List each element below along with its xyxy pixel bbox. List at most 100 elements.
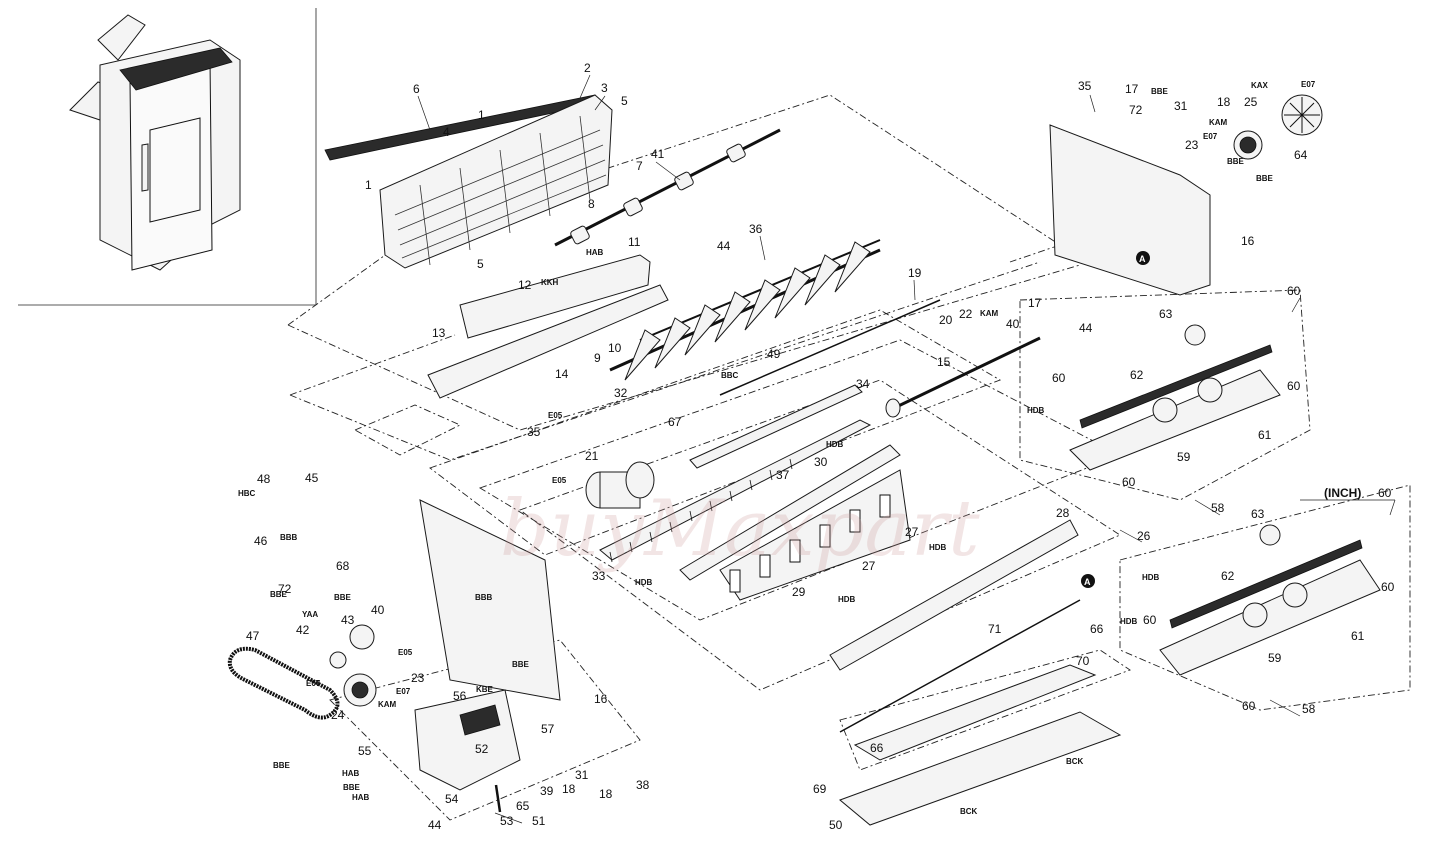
callout-16: 16: [594, 692, 608, 706]
callout-10: 10: [608, 341, 622, 355]
callout-7: 7: [636, 159, 643, 173]
callout-23: 23: [1185, 138, 1199, 152]
callout-62: 62: [1221, 569, 1235, 583]
callout-60: 60: [1143, 613, 1157, 627]
callout-39: 39: [540, 784, 554, 798]
callout-61: 61: [1258, 428, 1272, 442]
code-bck: BCK: [960, 807, 978, 816]
callout-68: 68: [336, 559, 350, 573]
callout-42: 42: [296, 623, 310, 637]
code-bbe: BBE: [270, 590, 288, 599]
callout-49: 49: [767, 347, 781, 361]
callout-28: 28: [1056, 506, 1070, 520]
code-bbe: BBE: [1256, 174, 1274, 183]
callout-16: 16: [1241, 234, 1255, 248]
code-hdb: HDB: [1027, 406, 1045, 415]
part-41-roller-shaft: [554, 128, 781, 247]
callout-17: 17: [1028, 296, 1042, 310]
part-callouts: 6 2 3 5 1 4 1 7 41 8 5 11 44 36 12 13 9 …: [246, 61, 1395, 832]
callout-15: 15: [937, 355, 951, 369]
code-hbc: HBC: [238, 489, 256, 498]
callout-69: 69: [813, 782, 827, 796]
callout-66: 66: [870, 741, 884, 755]
callout-30: 30: [814, 455, 828, 469]
marker-a-1: A: [1136, 251, 1150, 265]
callout-60: 60: [1052, 371, 1066, 385]
callout-44: 44: [1079, 321, 1093, 335]
code-bbb: BBB: [475, 593, 493, 602]
callout-58: 58: [1211, 501, 1225, 515]
code-hdb: HDB: [929, 543, 947, 552]
callout-52: 52: [475, 742, 489, 756]
callout-35: 35: [1078, 79, 1092, 93]
callout-29: 29: [792, 585, 806, 599]
svg-text:A: A: [1139, 254, 1146, 264]
callout-48: 48: [257, 472, 271, 486]
part-70-plate: [853, 664, 1097, 761]
callout-47: 47: [246, 629, 260, 643]
code-bbb: BBB: [280, 533, 298, 542]
part-36-paddle-assembly: [609, 239, 881, 381]
callout-59: 59: [1177, 450, 1191, 464]
code-kbe: KBE: [476, 685, 494, 694]
code-hdb: HDB: [838, 595, 856, 604]
code-hab: HAB: [342, 769, 360, 778]
side-frame-right: [1049, 124, 1211, 296]
callout-8: 8: [588, 197, 595, 211]
code-bbc: BBC: [721, 371, 739, 380]
callout-22: 22: [959, 307, 973, 321]
callout-55: 55: [358, 744, 372, 758]
callout-60: 60: [1242, 699, 1256, 713]
callout-40: 40: [371, 603, 385, 617]
part-28-cover: [829, 519, 1079, 671]
part-34-guide: [689, 384, 863, 469]
callout-59: 59: [1268, 651, 1282, 665]
part-69-plate: [839, 711, 1122, 826]
callout-3: 3: [601, 81, 608, 95]
code-hab: HAB: [586, 248, 604, 257]
callout-12: 12: [518, 278, 532, 292]
callout-18: 18: [1217, 95, 1231, 109]
part-2-upper-guide: [379, 94, 613, 269]
callout-23: 23: [411, 671, 425, 685]
callout-18: 18: [599, 787, 613, 801]
code-e07: E07: [306, 679, 321, 688]
code-kkh: KKH: [541, 278, 559, 287]
code-bbe: BBE: [334, 593, 352, 602]
code-bbe: BBE: [1227, 157, 1245, 166]
callout-60: 60: [1381, 580, 1395, 594]
marker-a-2: A: [1081, 574, 1095, 588]
callout-2: 2: [584, 61, 591, 75]
callout-40: 40: [1006, 317, 1020, 331]
callout-21: 21: [585, 449, 599, 463]
code-e07: E07: [1203, 132, 1218, 141]
callout-5: 5: [477, 257, 484, 271]
callout-27: 27: [905, 525, 919, 539]
part-30-frame: [679, 444, 901, 581]
part-19-shaft: [719, 299, 941, 396]
callout-58: 58: [1302, 702, 1316, 716]
part-54-bracket: [414, 689, 521, 791]
code-e05: E05: [552, 476, 567, 485]
part-14-lower-guide: [427, 284, 669, 399]
code-hdb: HDB: [1120, 617, 1138, 626]
part-21-roller: [585, 461, 655, 509]
callout-60: 60: [1122, 475, 1136, 489]
callout-60: 60: [1287, 284, 1301, 298]
inch-variant-label: (INCH): [1324, 486, 1361, 500]
part-47-belt: [227, 646, 340, 720]
code-yaa: YAA: [302, 610, 318, 619]
callout-25: 25: [1244, 95, 1258, 109]
callout-27: 27: [862, 559, 876, 573]
callout-65: 65: [516, 799, 530, 813]
callout-37: 37: [776, 468, 790, 482]
inset-panel: [18, 8, 317, 306]
callout-33: 33: [592, 569, 606, 583]
callout-63: 63: [1251, 507, 1265, 521]
callout-61: 61: [1351, 629, 1365, 643]
callout-1: 1: [365, 178, 372, 192]
callout-53: 53: [500, 814, 514, 828]
callout-44: 44: [428, 818, 442, 832]
callout-1: 1: [478, 108, 485, 122]
